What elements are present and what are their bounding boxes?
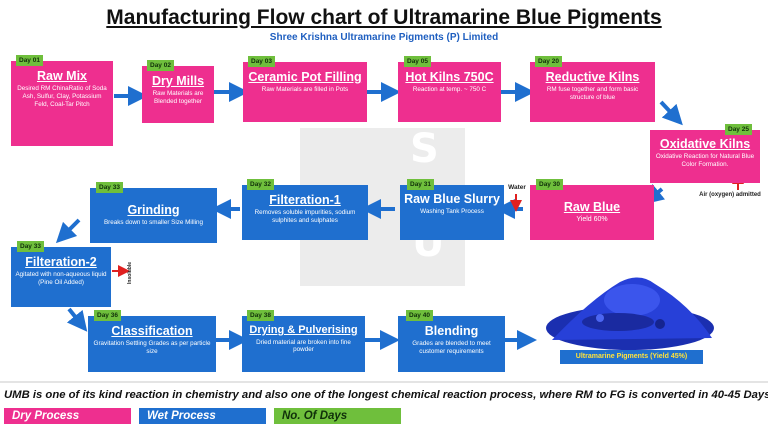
- footer-note: UMB is one of its kind reaction in chemi…: [4, 389, 768, 401]
- step-filteration-2-desc: Agitated with non-aqueous liquid (Pine O…: [15, 271, 107, 286]
- step-raw-mix: Raw Mix Desired RM ChinaRatio of Soda As…: [11, 61, 113, 146]
- arrow-10: [55, 218, 81, 244]
- page-title: Manufacturing Flow chart of Ultramarine …: [106, 6, 662, 29]
- step-hot-kilns-name: Hot Kilns 750C: [405, 70, 494, 84]
- pigment-powder-image: [546, 277, 714, 350]
- step-drying-pulverising-desc: Dried material are broken into fine powd…: [256, 338, 351, 354]
- step-raw-blue-slurry-name: Raw Blue Slurry: [404, 192, 500, 206]
- step-dry-mills-desc: Raw Materials are Blended together: [152, 90, 204, 105]
- day-badge-03: Day 03: [248, 56, 275, 67]
- arrow-11: [66, 307, 88, 332]
- legend-dry-process: Dry Process: [4, 408, 131, 424]
- step-blending-desc: Grades are blended to meet customer requ…: [412, 340, 491, 355]
- step-raw-blue-name: Raw Blue: [563, 200, 621, 214]
- day-badge-01: Day 01: [16, 55, 43, 66]
- step-classification: Classification Gravitation Settling Grad…: [88, 316, 216, 372]
- day-badge-32: Day 32: [247, 179, 274, 190]
- step-reductive-kilns-desc: RM fuse together and form basic structur…: [546, 86, 639, 101]
- step-raw-mix-desc: Desired RM ChinaRatio of Soda Ash, Sulfu…: [17, 85, 107, 108]
- step-ceramic-pot-filling: Ceramic Pot Filling Raw Materials are fi…: [243, 62, 367, 122]
- legend-no-of-days: No. Of Days: [274, 408, 401, 424]
- step-filteration-1: Filteration-1 Removes soluble impurities…: [242, 185, 368, 240]
- step-blending: Blending Grades are blended to meet cust…: [398, 316, 505, 372]
- water-note: Water: [508, 184, 526, 191]
- step-grinding: Grinding Breaks down to smaller Size Mil…: [90, 188, 217, 243]
- step-reductive-kilns-name: Reductive Kilns: [545, 70, 640, 84]
- day-badge-31: Day 31: [407, 179, 434, 190]
- day-badge-30: Day 30: [536, 179, 563, 190]
- legend-wet-process: Wet Process: [139, 408, 266, 424]
- step-reductive-kilns: Reductive Kilns RM fuse together and for…: [530, 62, 655, 122]
- step-dry-mills: Dry Mills Raw Materials are Blended toge…: [142, 66, 214, 123]
- day-badge-38: Day 38: [247, 310, 274, 321]
- step-filteration-1-name: Filteration-1: [269, 193, 341, 207]
- step-filteration-2: Filteration-2 Agitated with non-aqueous …: [11, 247, 111, 307]
- watermark-letter-s: S: [410, 126, 439, 172]
- day-badge-33-filteration: Day 33: [17, 241, 44, 252]
- product-yield-label: Ultramarine Pigments (Yield 45%): [560, 350, 703, 364]
- day-badge-05: Day 05: [404, 56, 431, 67]
- step-classification-desc: Gravitation Settling Grades as per parti…: [93, 340, 211, 355]
- step-oxidative-kilns-desc: Oxidative Reaction for Natural Blue Colo…: [655, 153, 755, 168]
- step-ceramic-pot-filling-desc: Raw Materials are filled in Pots: [261, 86, 349, 94]
- step-grinding-name: Grinding: [127, 203, 180, 217]
- step-raw-blue: Raw Blue Yield 60%: [530, 185, 654, 240]
- step-drying-pulverising-name: Drying & Pulverising: [249, 324, 358, 336]
- day-badge-02: Day 02: [147, 60, 174, 71]
- day-badge-36: Day 36: [94, 310, 121, 321]
- day-badge-20: Day 20: [535, 56, 562, 67]
- step-raw-blue-desc: Yield 60%: [576, 216, 608, 224]
- step-hot-kilns: Hot Kilns 750C Reaction at temp. ~ 750 C: [398, 62, 501, 122]
- step-filteration-1-desc: Removes soluble impurities, sodium sulph…: [254, 209, 356, 224]
- step-oxidative-kilns: Oxidative Kilns Oxidative Reaction for N…: [650, 130, 760, 183]
- step-filteration-2-name: Filteration-2: [25, 255, 97, 269]
- step-raw-blue-slurry: Raw Blue Slurry Washing Tank Process: [400, 185, 504, 240]
- arrow-5: [659, 100, 683, 126]
- step-dry-mills-name: Dry Mills: [151, 74, 205, 88]
- step-blending-name: Blending: [424, 324, 479, 338]
- step-ceramic-pot-filling-name: Ceramic Pot Filling: [248, 70, 362, 84]
- step-oxidative-kilns-name: Oxidative Kilns: [659, 137, 751, 151]
- day-badge-25: Day 25: [725, 124, 752, 135]
- step-hot-kilns-desc: Reaction at temp. ~ 750 C: [412, 86, 487, 94]
- insoluble-note: Insoluble: [127, 262, 133, 284]
- company-name: Shree Krishna Ultramarine Pigments (P) L…: [269, 32, 499, 43]
- step-grinding-desc: Breaks down to smaller Size Milling: [103, 219, 204, 227]
- step-drying-pulverising: Drying & Pulverising Dried material are …: [242, 316, 365, 372]
- step-classification-name: Classification: [111, 324, 193, 338]
- step-raw-blue-slurry-desc: Washing Tank Process: [420, 208, 484, 216]
- step-raw-mix-name: Raw Mix: [36, 69, 87, 83]
- air-admitted-note: Air (oxygen) admitted: [699, 192, 761, 198]
- day-badge-33-grinding: Day 33: [96, 182, 123, 193]
- day-badge-40: Day 40: [406, 310, 433, 321]
